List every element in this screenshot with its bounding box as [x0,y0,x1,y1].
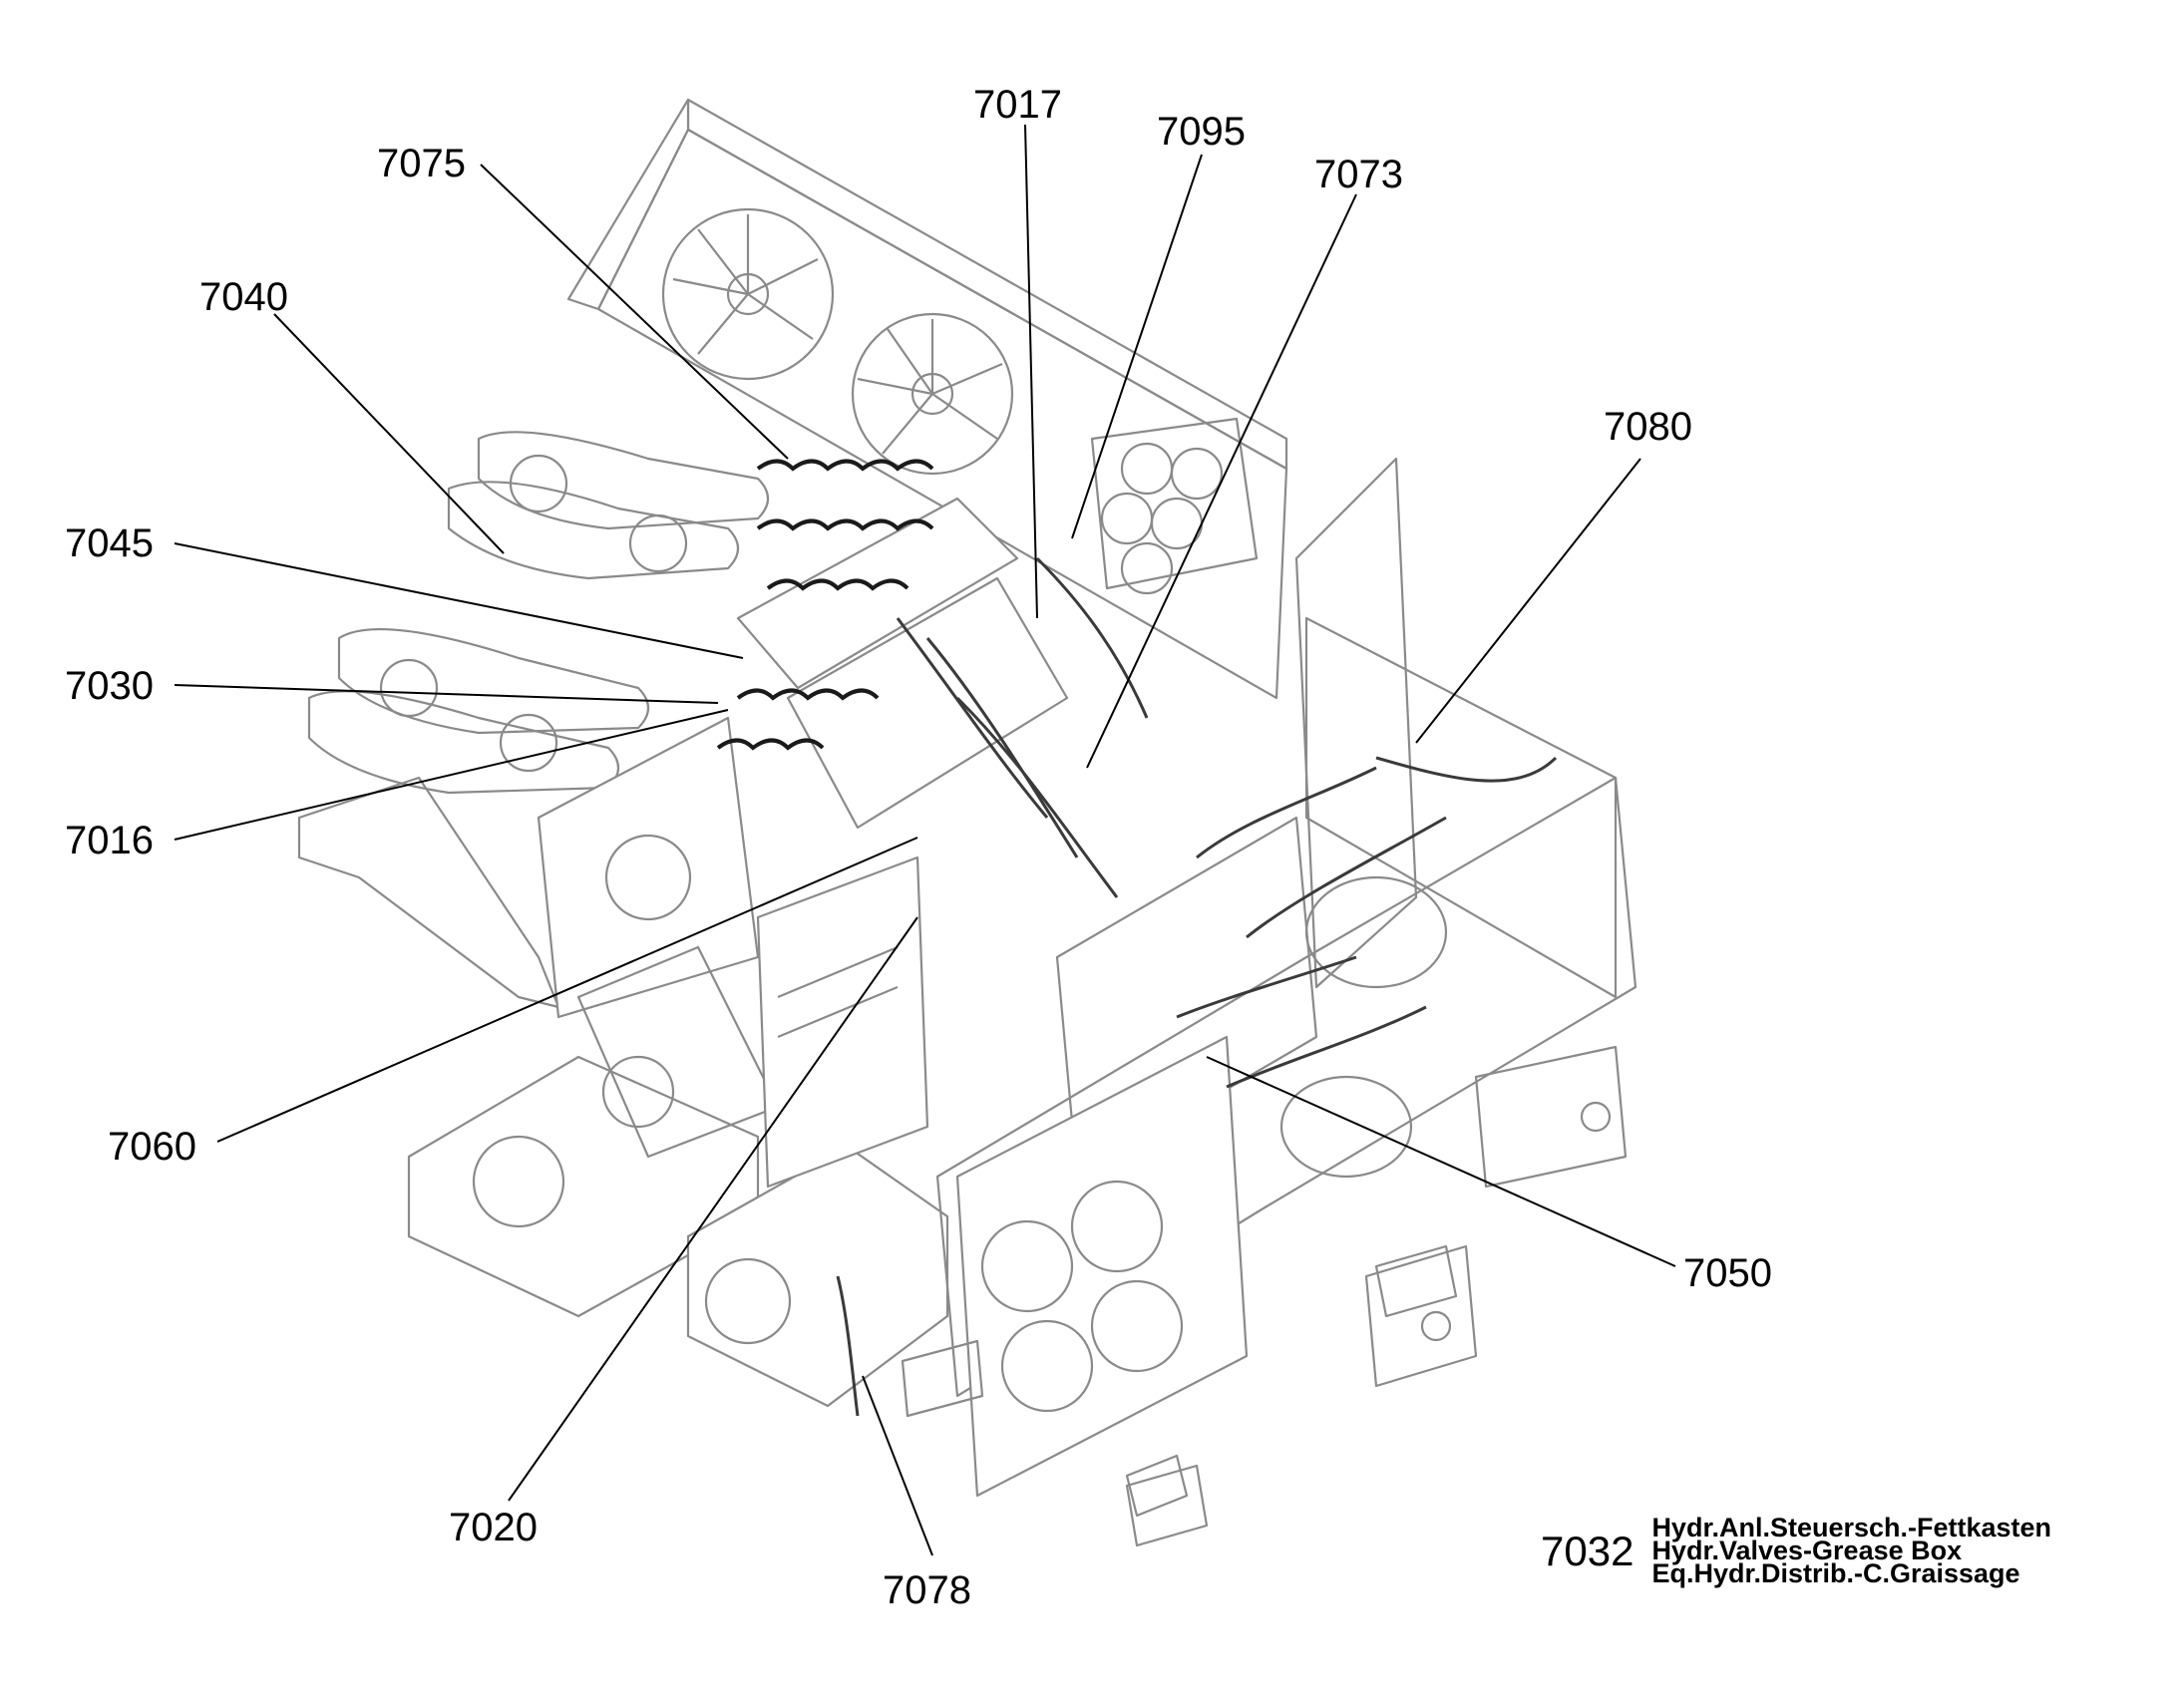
callout-7016[interactable]: 7016 [65,819,154,862]
leader-lines [174,124,1676,1556]
callout-7030[interactable]: 7030 [65,664,154,708]
description-french: Eq.Hydr.Distrib.-C.Graissage [1651,1558,2020,1588]
description-german: Hydr.Anl.Steuersch.-Fettkasten [1651,1513,2052,1542]
description-english: Hydr.Valves-Grease Box [1651,1536,1963,1565]
callout-7040[interactable]: 7040 [199,275,288,319]
callout-7050[interactable]: 7050 [1683,1251,1772,1295]
callout-7017[interactable]: 7017 [973,83,1062,127]
leader-7040 [273,313,505,554]
callout-7080[interactable]: 7080 [1604,405,1692,449]
callout-7078[interactable]: 7078 [883,1568,971,1612]
leader-7050 [1206,1056,1676,1267]
assembly-description: Hydr.Anl.Steuersch.-Fettkasten Hydr.Valv… [1651,1513,2052,1588]
leader-7073 [1086,193,1357,769]
leader-7017 [1024,124,1038,619]
leader-7020 [508,916,918,1502]
callout-labels: 7017 7095 7073 7075 7040 7080 7045 7030 … [65,83,1772,1612]
machine-drawing [297,98,1637,1547]
leader-7075 [480,164,789,460]
callout-7020[interactable]: 7020 [449,1506,538,1549]
leader-7045 [174,542,744,659]
leader-7095 [1071,154,1203,539]
leader-7016 [174,709,729,841]
leader-7080 [1415,458,1641,744]
callout-7060[interactable]: 7060 [108,1125,196,1169]
callout-7045[interactable]: 7045 [65,521,154,565]
assembly-code: 7032 [1541,1527,1635,1574]
leader-7078 [862,1375,933,1556]
title-block: 7032 Hydr.Anl.Steuersch.-Fettkasten Hydr… [1541,1513,2052,1588]
leader-7060 [216,837,918,1143]
callout-7073[interactable]: 7073 [1314,153,1403,196]
callout-7095[interactable]: 7095 [1157,110,1246,154]
callout-7075[interactable]: 7075 [377,142,466,185]
leader-7030 [174,684,719,704]
